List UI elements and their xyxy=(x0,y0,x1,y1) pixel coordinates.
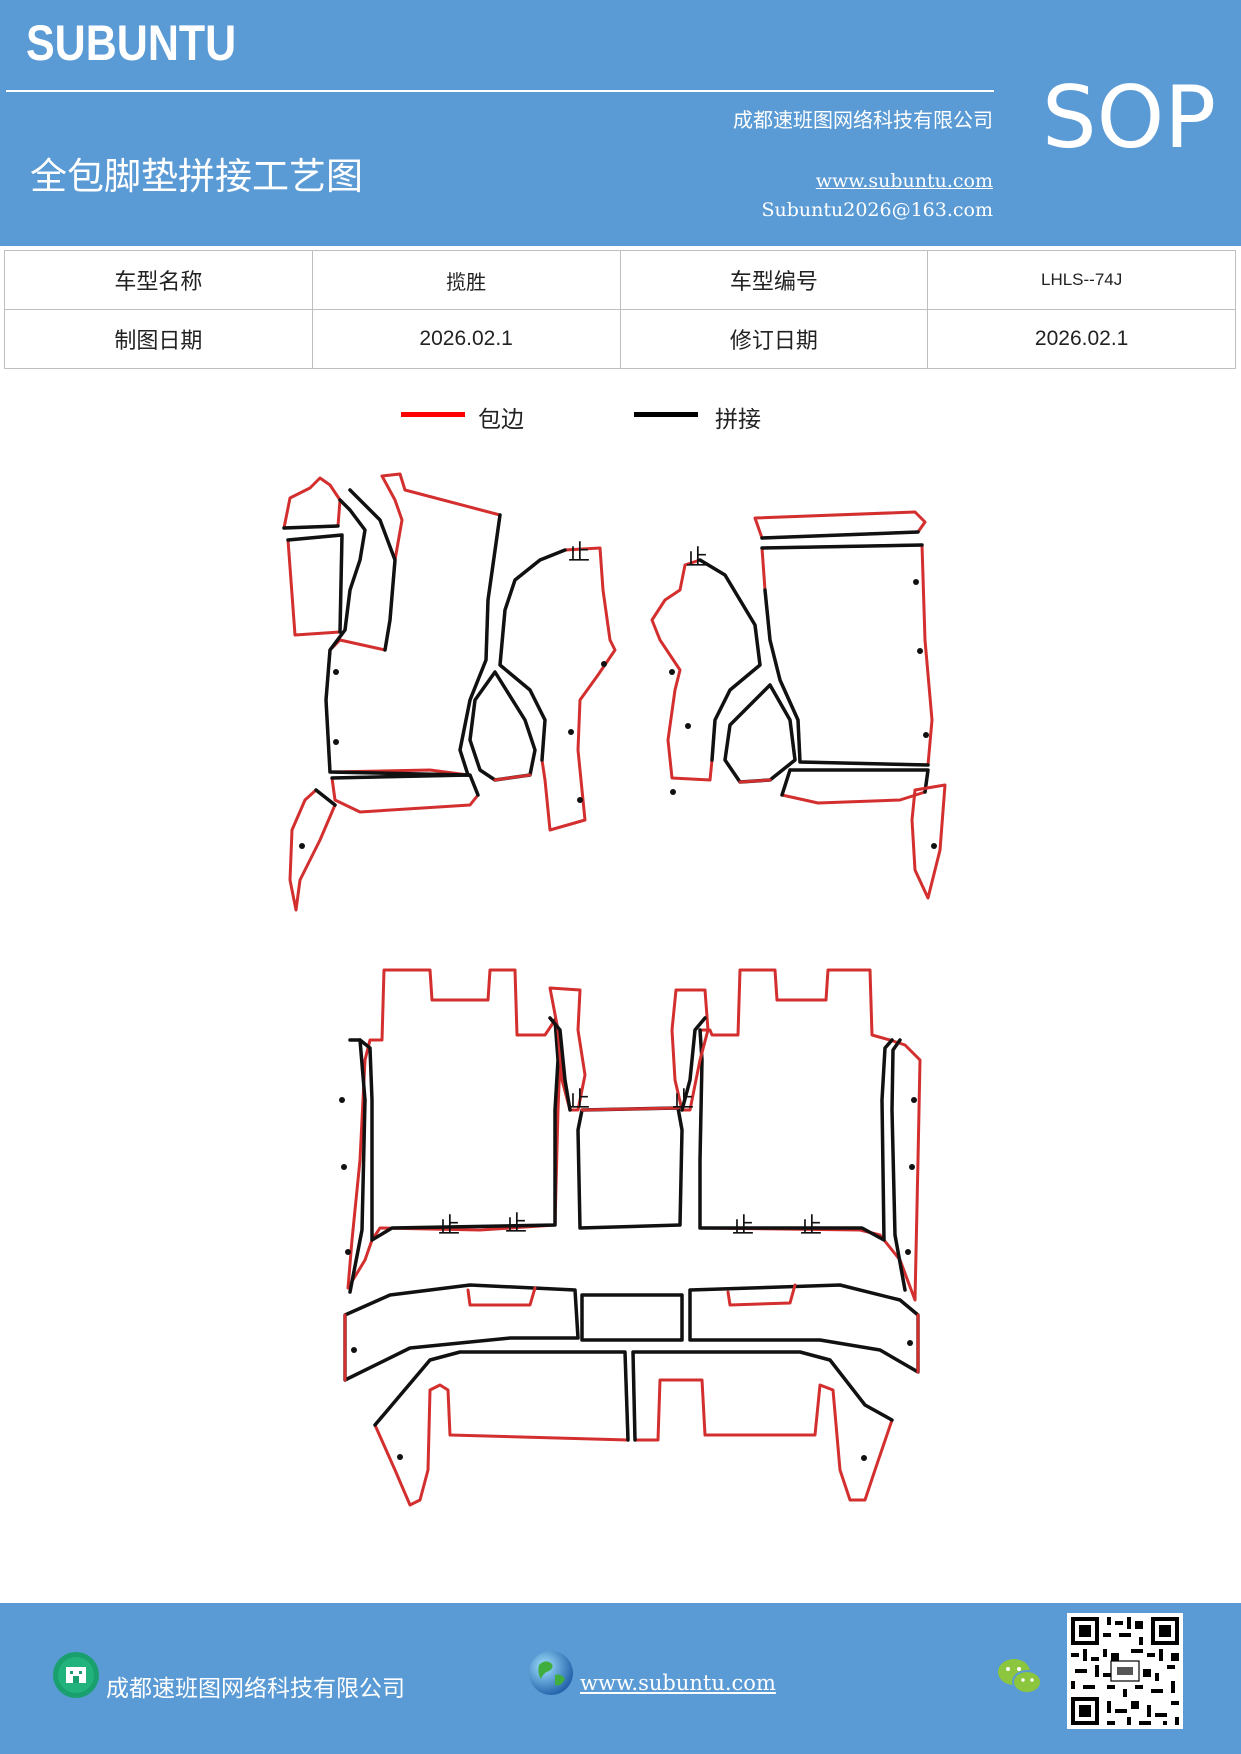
cell-label: 修订日期 xyxy=(619,309,929,369)
stop-mark: 止 xyxy=(438,1214,460,1239)
mat-piece xyxy=(580,1106,680,1112)
mat-piece xyxy=(548,986,587,1112)
stop-mark: 止 xyxy=(672,1088,694,1113)
header: SUBUNTU 成都速班图网络科技有限公司 全包脚垫拼接工艺图 www.subu… xyxy=(0,0,1241,246)
mat-piece xyxy=(670,988,710,1112)
website-link[interactable]: www.subuntu.com xyxy=(815,170,993,192)
front-left-mats xyxy=(282,472,617,912)
document-title: 全包脚垫拼接工艺图 xyxy=(30,155,363,198)
mat-piece xyxy=(314,788,337,807)
cell-value: 揽胜 xyxy=(311,250,621,310)
legend-label-seam: 拼接 xyxy=(715,407,761,433)
footer-website-link[interactable]: www.subuntu.com xyxy=(580,1671,776,1695)
mat-piece xyxy=(631,1350,894,1502)
company-name: 成都速班图网络科技有限公司 xyxy=(733,108,993,132)
mat-piece xyxy=(493,773,532,782)
brand-logo: SUBUNTU xyxy=(26,15,237,71)
front-right-mats xyxy=(650,510,947,900)
legend-label-edge: 包边 xyxy=(478,407,524,433)
mat-piece xyxy=(346,968,562,1290)
cell-value: LHLS--74J xyxy=(927,250,1236,310)
mat-piece xyxy=(466,1286,537,1307)
mat-piece xyxy=(348,1038,367,1294)
legend-swatch-edge xyxy=(401,412,465,417)
footer: 成都速班图网络科技有限公司 www.subuntu.com xyxy=(0,1603,1241,1754)
rear-mats xyxy=(343,968,922,1507)
mat-piece xyxy=(760,543,930,767)
wechat-icon[interactable] xyxy=(996,1655,1044,1699)
stop-marks: 止 止 止 止 止 止 止 止 xyxy=(438,541,822,1239)
stop-mark: 止 xyxy=(505,1212,527,1237)
cell-label: 车型名称 xyxy=(4,250,313,310)
email-address: Subuntu2026@163.com xyxy=(761,199,993,221)
mat-piece xyxy=(890,1038,907,1292)
mat-piece xyxy=(631,1350,894,1442)
stop-mark: 止 xyxy=(568,1088,590,1113)
mat-piece xyxy=(458,513,502,777)
mat-piece xyxy=(324,472,502,777)
mat-piece xyxy=(282,476,342,530)
table-row: 制图日期 2026.02.1 修订日期 2026.02.1 xyxy=(4,309,1236,369)
mat-piece xyxy=(698,558,762,762)
mat-piece xyxy=(780,768,930,797)
hole-markers xyxy=(299,579,937,1461)
header-divider xyxy=(6,90,994,92)
stop-mark: 止 xyxy=(686,546,708,571)
stop-mark: 止 xyxy=(568,541,590,566)
footer-company: 成都速班图网络科技有限公司 xyxy=(106,1676,405,1702)
mat-piece xyxy=(282,524,340,530)
building-icon xyxy=(53,1652,99,1698)
mat-piece xyxy=(723,683,797,784)
mat-piece xyxy=(343,1283,580,1382)
mat-piece xyxy=(753,510,927,540)
mat-piece xyxy=(738,778,772,784)
mat-piece xyxy=(688,1283,920,1374)
mat-piece xyxy=(330,773,480,814)
mat-piece xyxy=(373,1350,630,1442)
cell-value: 2026.02.1 xyxy=(311,309,621,369)
mat-piece xyxy=(286,533,344,634)
mat-piece xyxy=(580,1293,684,1342)
mat-piece xyxy=(650,558,762,782)
legend-swatch-seam xyxy=(634,412,698,417)
legend: 包边 拼接 xyxy=(0,400,1241,440)
mat-piece xyxy=(780,768,930,805)
cell-label: 制图日期 xyxy=(4,309,313,369)
mat-piece xyxy=(348,488,397,652)
stop-mark: 止 xyxy=(800,1214,822,1239)
mat-piece xyxy=(498,546,617,832)
mat-piece xyxy=(698,968,922,1302)
globe-icon xyxy=(529,1651,573,1695)
mat-piece xyxy=(373,1350,630,1507)
info-table: 车型名称 揽胜 车型编号 LHLS--74J 制图日期 2026.02.1 修订… xyxy=(4,250,1236,369)
mat-piece xyxy=(286,533,344,637)
mat-piece xyxy=(910,783,947,900)
mat-piece xyxy=(760,543,934,767)
mat-piece xyxy=(760,530,920,540)
mat-piece xyxy=(680,1016,707,1112)
table-row: 车型名称 揽胜 车型编号 LHLS--74J xyxy=(4,250,1236,310)
mat-piece xyxy=(330,773,480,797)
mat-piece xyxy=(288,788,337,912)
cell-label: 车型编号 xyxy=(619,250,929,310)
qr-code xyxy=(1067,1613,1183,1729)
mat-piece xyxy=(498,548,567,762)
sop-badge: SOP xyxy=(1042,68,1217,168)
cell-value: 2026.02.1 xyxy=(927,309,1236,369)
mat-piece xyxy=(576,1106,684,1230)
mat-piece xyxy=(726,1283,797,1307)
mat-piece xyxy=(324,498,470,777)
floor-mat-diagram: 止 止 止 止 止 止 止 止 xyxy=(282,472,947,1507)
stop-mark: 止 xyxy=(732,1214,754,1239)
mat-piece xyxy=(698,1028,894,1242)
qr-code-pattern xyxy=(1067,1613,1183,1729)
mat-piece xyxy=(358,1018,560,1242)
mat-piece xyxy=(548,1016,572,1112)
